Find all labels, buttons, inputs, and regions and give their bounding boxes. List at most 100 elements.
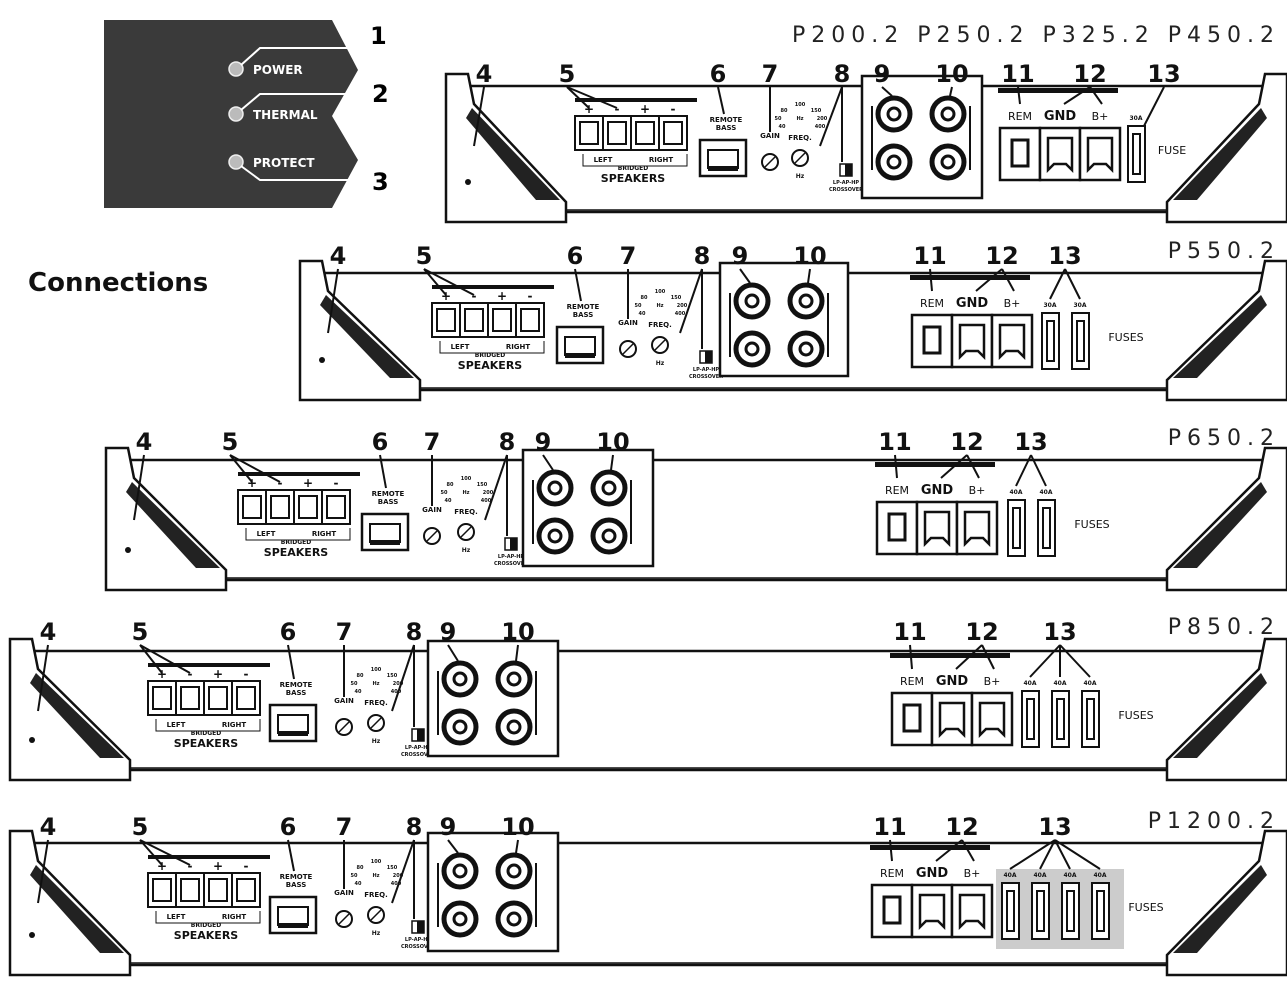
callout-number-7: 7 (336, 813, 353, 841)
speaker-bridged-label: BRIDGED (191, 922, 221, 929)
terminal-screw-icon (579, 121, 599, 145)
knob-slot (622, 343, 634, 355)
polarity-label: + (640, 102, 650, 116)
freq-scale-label: 100 (655, 289, 666, 295)
leader-line (515, 839, 519, 854)
callout-number-7: 7 (620, 242, 637, 270)
terminal-screw-icon (464, 308, 484, 332)
leader-line (139, 839, 191, 866)
power-terminal (875, 500, 919, 556)
freq-scale-label: Hz (462, 490, 469, 496)
crossover-label: CROSSOVER (494, 561, 528, 567)
speaker-right-label: RIGHT (649, 156, 674, 164)
callout-number-12: 12 (945, 813, 978, 841)
crossover-label: LP-AP-HP (693, 367, 720, 373)
rca-jack-center-icon (744, 341, 760, 357)
bplus-label: B+ (964, 867, 981, 880)
rca-jack-center-icon (601, 480, 617, 496)
knob-slot (794, 152, 806, 164)
callout-number-6: 6 (280, 813, 297, 841)
leader-line (391, 644, 415, 712)
polarity-label: + (497, 289, 507, 303)
fuse-element-icon (1086, 698, 1095, 740)
freq-scale-label: 80 (641, 295, 648, 301)
callout-number-8: 8 (406, 618, 423, 646)
crossover-switch-lever (705, 351, 712, 363)
polarity-label: - (244, 859, 249, 873)
leader-line (717, 86, 725, 115)
gnd-label: GND (1044, 109, 1077, 124)
fuse-element-icon (1132, 133, 1141, 175)
leader-line (889, 839, 893, 862)
leader-line (961, 839, 975, 862)
rca-jack-center-icon (452, 671, 468, 687)
leader-line (881, 86, 893, 97)
crossover-switch-lever (510, 538, 517, 550)
leader-line (1001, 268, 1015, 292)
rem-label: REM (900, 675, 924, 688)
leader-line (894, 454, 898, 479)
callout-number-4: 4 (40, 618, 57, 646)
knob-slot (654, 339, 666, 351)
leader-line (139, 644, 191, 674)
rca-jack-center-icon (940, 106, 956, 122)
leader-line (327, 268, 339, 334)
leader-line (909, 644, 913, 670)
right-end-cap-shadow (1173, 482, 1267, 568)
terminal-bar (148, 855, 270, 859)
terminal-screw-icon (1086, 136, 1114, 174)
knob-slot (338, 913, 350, 925)
speaker-left-label: LEFT (167, 721, 186, 729)
rca-jack-center-icon (452, 911, 468, 927)
polarity-label: + (157, 667, 167, 681)
remote-bass-label: BASS (378, 498, 399, 506)
callout-number-12: 12 (1073, 60, 1106, 88)
leader-line (966, 454, 980, 479)
polarity-label: - (615, 102, 620, 116)
fuse-rating-label: 40A (1024, 680, 1037, 687)
rca-panel (426, 831, 560, 953)
leader-line (287, 644, 295, 680)
rca-jack-center-icon (940, 154, 956, 170)
bplus-label: B+ (1004, 297, 1021, 310)
leader-line (1049, 268, 1066, 300)
power-terminal (915, 500, 959, 556)
protect-led-icon (228, 154, 244, 170)
led-leader-line (240, 47, 360, 66)
callout-number-11: 11 (1001, 60, 1034, 88)
power-terminal (998, 126, 1042, 182)
bridge-bracket (155, 911, 261, 924)
rj-jack-pins (278, 731, 308, 736)
terminal-screw-icon (520, 308, 540, 332)
freq-scale-label: 150 (387, 673, 398, 679)
led-indicator-panel: POWER THERMAL PROTECT (104, 20, 360, 208)
power-terminal (930, 691, 974, 747)
freq-scale-label: 40 (355, 881, 362, 887)
remote-bass-label: BASS (286, 881, 307, 889)
callout-number-7: 7 (762, 60, 779, 88)
rem-label: REM (880, 867, 904, 880)
fuse-rating-label: 30A (1044, 302, 1057, 309)
terminal-screw-icon (326, 495, 346, 519)
terminal-bar (575, 98, 697, 102)
rca-jack-center-icon (547, 528, 563, 544)
speakers-label: SPEAKERS (601, 172, 666, 185)
polarity-label: + (303, 476, 313, 490)
terminal-screw-icon (958, 323, 986, 361)
freq-label: FREQ. (364, 891, 388, 899)
crossover-label: LP-AP-HP (405, 745, 432, 751)
crossover-label: CROSSOVER (401, 944, 435, 950)
leader-line (610, 454, 614, 471)
speaker-right-label: RIGHT (312, 530, 337, 538)
crossover-switch-lever (417, 729, 424, 741)
callout-number-7: 7 (424, 428, 441, 456)
leader-line (287, 839, 295, 872)
fuse-element-icon (1056, 698, 1065, 740)
rj-jack-pins (708, 166, 738, 171)
rca-jack-center-icon (506, 911, 522, 927)
crossover-switch-lever (417, 921, 424, 933)
leader-line (1064, 268, 1081, 300)
terminal-screw-icon (902, 703, 922, 733)
freq-scale-label: 150 (671, 295, 682, 301)
